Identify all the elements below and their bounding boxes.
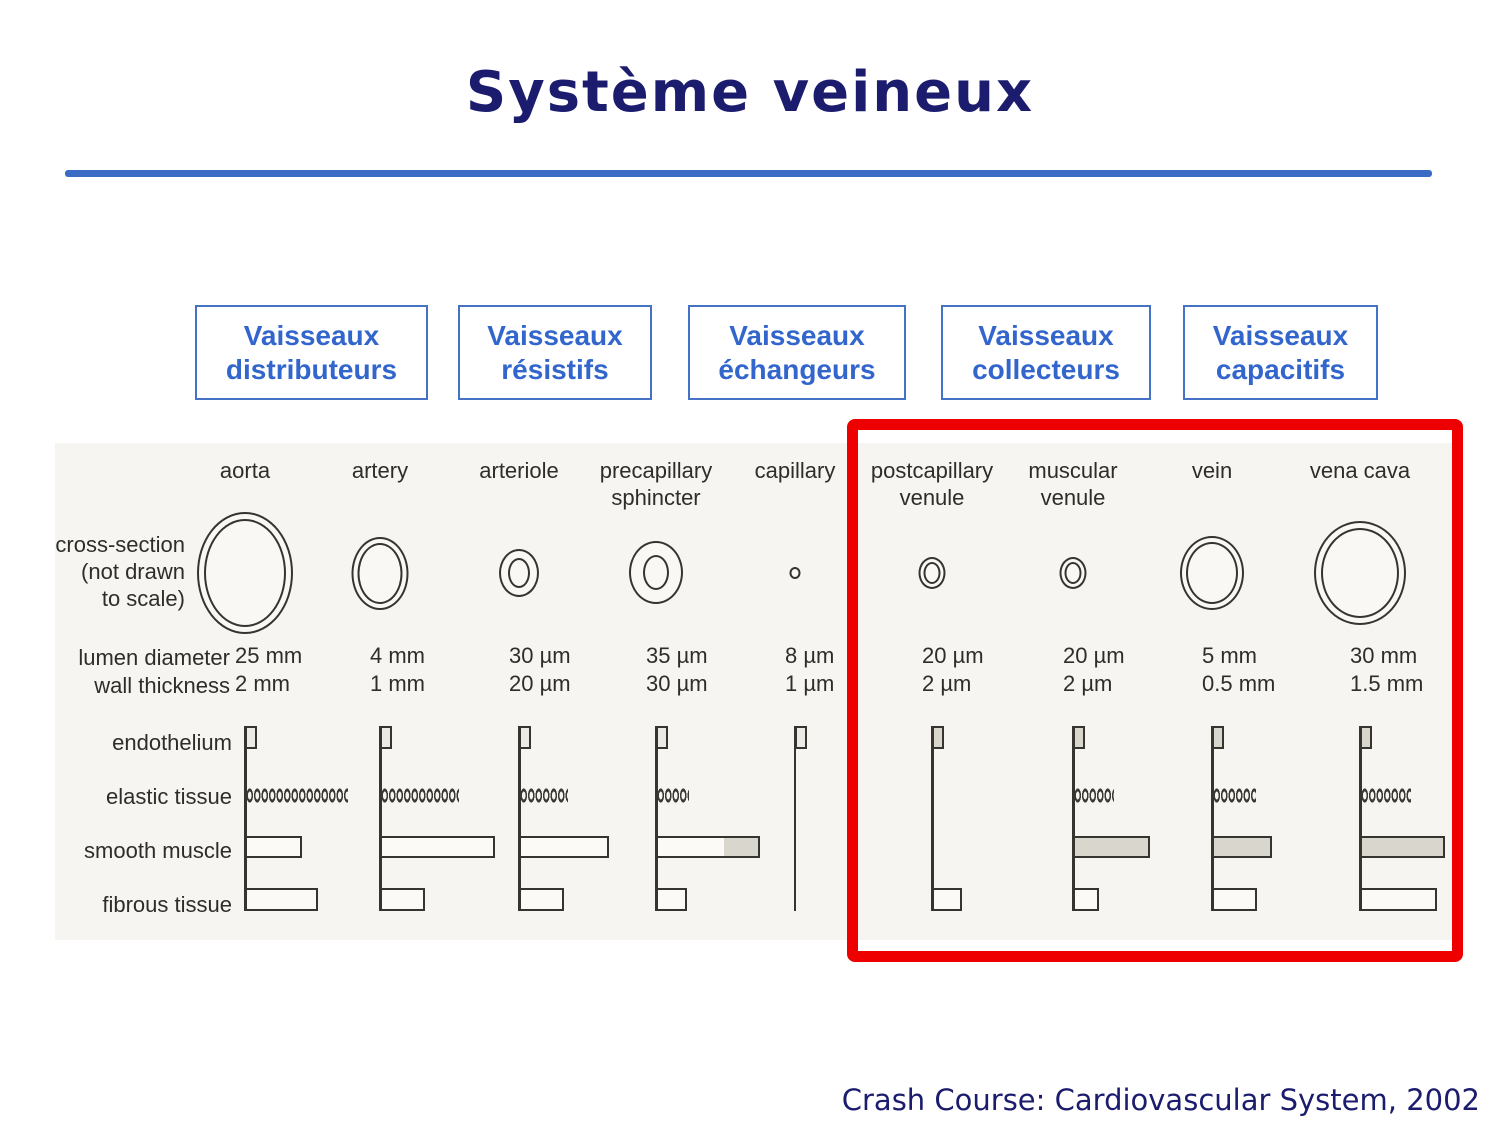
fibrous-tissue-bar	[245, 888, 318, 911]
cross-section-circle	[351, 537, 409, 610]
category-box-collecteurs: Vaisseaux collecteurs	[941, 305, 1151, 400]
category-box-capacitifs: Vaisseaux capacitifs	[1183, 305, 1378, 400]
fibrous-tissue-bar	[1212, 888, 1257, 911]
row-label-wall-thickness: wall thickness	[94, 673, 230, 698]
lumen-diameter-value: 8 µm	[785, 643, 835, 668]
wall-thickness-value: 2 µm	[922, 671, 972, 696]
vessel-diagram-scan: cross-section (not drawn to scale) lumen…	[55, 443, 1462, 940]
endothelium-bar	[1212, 726, 1224, 749]
wall-thickness-value: 1.5 mm	[1350, 671, 1424, 696]
wall-thickness-value: 2 mm	[235, 671, 290, 696]
cross-section-circle	[499, 549, 539, 597]
elastic-tissue-bar	[1361, 787, 1411, 804]
vessel-name: vein	[1191, 458, 1233, 483]
row-label-lumen-diameter: lumen diameter	[78, 645, 230, 670]
endothelium-bar	[795, 726, 807, 749]
wall-axis-line	[243, 726, 247, 911]
lumen-diameter-value: 4 mm	[370, 643, 425, 668]
endothelium-bar	[932, 726, 944, 749]
fibrous-tissue-bar	[519, 888, 564, 911]
wall-axis-line	[1210, 726, 1214, 911]
wall-axis-line	[378, 726, 382, 911]
vessel-name: artery	[351, 458, 409, 483]
smooth-muscle-bar	[1073, 836, 1150, 858]
smooth-muscle-bar	[656, 836, 760, 858]
wall-axis-line	[793, 726, 796, 911]
wall-thickness-value: 30 µm	[646, 671, 708, 696]
vessel-name: vena cava	[1309, 458, 1411, 483]
category-box-label: Vaisseaux collecteurs	[972, 319, 1120, 385]
cross-section-circle	[789, 567, 801, 579]
fibrous-tissue-bar	[932, 888, 962, 911]
title-underline-rule	[65, 170, 1432, 177]
vessel-name: postcapillary venule	[870, 458, 994, 510]
cross-section-circle	[1059, 557, 1087, 589]
wall-thickness-value: 0.5 mm	[1202, 671, 1276, 696]
wall-axis-line	[1358, 726, 1362, 911]
lumen-diameter-value: 35 µm	[646, 643, 708, 668]
vessel-name: capillary	[754, 458, 836, 483]
vessel-name: arteriole	[479, 458, 559, 483]
cross-section-circle	[629, 541, 683, 604]
wall-axis-line	[517, 726, 521, 911]
endothelium-bar	[1073, 726, 1085, 749]
cross-section-circle	[1180, 536, 1244, 610]
cross-section-circle	[1314, 521, 1406, 625]
vessel-name: muscular venule	[1028, 458, 1118, 510]
vessel-name: precapillary sphincter	[599, 458, 713, 510]
wall-thickness-value: 1 µm	[785, 671, 835, 696]
row-label-elastic-tissue: elastic tissue	[106, 784, 232, 809]
category-box-label: Vaisseaux distributeurs	[225, 319, 398, 385]
source-citation: Crash Course: Cardiovascular System, 200…	[841, 1083, 1480, 1117]
category-box-distributeurs: Vaisseaux distributeurs	[195, 305, 428, 400]
smooth-muscle-bar	[1360, 836, 1445, 858]
row-label-fibrous-tissue: fibrous tissue	[102, 892, 232, 917]
wall-thickness-value: 20 µm	[509, 671, 571, 696]
row-label-cross-section: cross-section (not drawn to scale)	[55, 532, 185, 611]
wall-axis-line	[654, 726, 658, 911]
cross-section-circle	[197, 512, 293, 634]
lumen-diameter-value: 30 mm	[1350, 643, 1418, 668]
endothelium-bar	[656, 726, 668, 749]
lumen-diameter-value: 5 mm	[1202, 643, 1257, 668]
wall-axis-line	[1071, 726, 1075, 911]
wall-thickness-value: 2 µm	[1063, 671, 1113, 696]
lumen-diameter-value: 20 µm	[922, 643, 984, 668]
cross-section-circle	[918, 557, 946, 589]
smooth-muscle-bar	[245, 836, 302, 858]
elastic-tissue-bar	[381, 787, 459, 804]
lumen-diameter-value: 30 µm	[509, 643, 571, 668]
endothelium-bar	[1360, 726, 1372, 749]
category-box-resistifs: Vaisseaux résistifs	[458, 305, 652, 400]
category-box-label: Vaisseaux résistifs	[487, 319, 623, 385]
row-label-endothelium: endothelium	[112, 730, 232, 755]
lumen-diameter-value: 25 mm	[235, 643, 303, 668]
fibrous-tissue-bar	[380, 888, 425, 911]
lumen-diameter-value: 20 µm	[1063, 643, 1125, 668]
elastic-tissue-bar	[1213, 787, 1256, 804]
elastic-tissue-bar	[1074, 787, 1114, 804]
smooth-muscle-bar	[519, 836, 609, 858]
wall-axis-line	[930, 726, 934, 911]
fibrous-tissue-bar	[1073, 888, 1099, 911]
elastic-tissue-bar	[246, 787, 348, 804]
vessel-name: aorta	[219, 458, 271, 483]
elastic-tissue-bar	[657, 787, 689, 804]
row-label-smooth-muscle: smooth muscle	[84, 838, 232, 863]
category-box-label: Vaisseaux échangeurs	[718, 319, 876, 385]
wall-thickness-value: 1 mm	[370, 671, 425, 696]
elastic-tissue-bar	[520, 787, 568, 804]
endothelium-bar	[380, 726, 392, 749]
slide-title: Système veineux	[465, 60, 1035, 125]
category-box-label: Vaisseaux capacitifs	[1212, 319, 1349, 385]
endothelium-bar	[519, 726, 531, 749]
fibrous-tissue-bar	[656, 888, 687, 911]
smooth-muscle-bar	[1212, 836, 1272, 858]
endothelium-bar	[245, 726, 257, 749]
fibrous-tissue-bar	[1360, 888, 1437, 911]
category-box-echangeurs: Vaisseaux échangeurs	[688, 305, 906, 400]
smooth-muscle-bar	[380, 836, 495, 858]
venous-system-highlight-frame	[847, 419, 1463, 962]
